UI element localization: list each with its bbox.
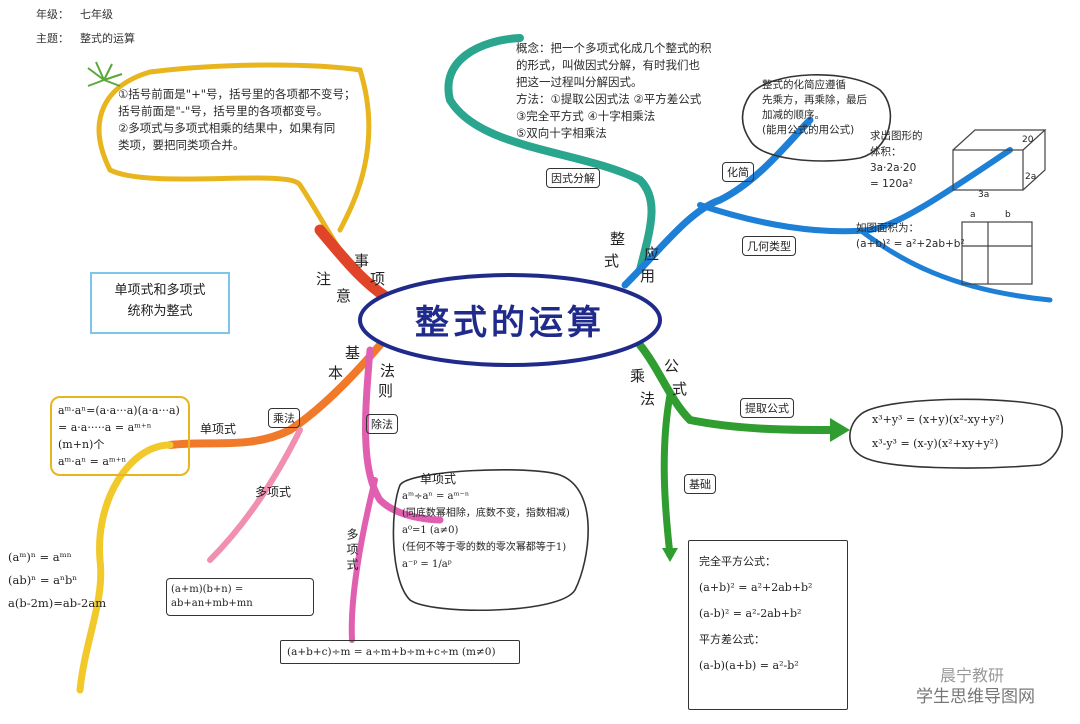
leaf-icon [87,61,123,87]
watermark: 学生思维导图网 [916,687,1035,707]
poly-mul-formula: (a+m)(b+n) = ab+an+mb+mn [166,578,314,616]
label-poly-div: 多项式 [345,528,359,573]
branch-label-mul-4: 式 [672,380,688,398]
cuboid-figure [952,129,1047,191]
label-monomial-mul: 单项式 [200,422,237,436]
division-rules-formula: aᵐ÷aⁿ = aᵐ⁻ⁿ (同底数幂相除，底数不变，指数相减) a⁰=1 (a≠… [402,491,570,570]
grid-label-a: a [970,210,976,220]
dim-20: 20 [1022,135,1034,145]
branch-multiply-formula [636,341,834,434]
poly-div-formula: (a+b+c)÷m = a÷m+b÷m+c÷m (m≠0) [280,640,520,664]
definition-box: 单项式和多项式 统称为整式 [90,272,230,334]
center-ellipse [358,273,662,367]
tag-divide: 除法 [366,414,398,434]
factoring-note: 概念：把一个多项式化成几个整式的积 的形式，叫做因式分解，有时我们也 把这一过程… [516,41,712,140]
power-rules-formula: (aᵐ)ⁿ = aᵐⁿ (ab)ⁿ = aⁿbⁿ a(b-2m)=ab-2am [8,550,107,610]
division-bubble [392,468,589,612]
branch-precautions [96,62,393,303]
simplify-bubble [741,73,892,162]
branch-label-basic-4: 则 [378,382,394,400]
dim-3a: 3a [978,190,990,200]
tag-multiply: 乘法 [268,408,300,428]
precautions-note: ①括号前面是"+"号，括号里的各项都不变号； 括号前面是"-"号，括号里的各项都… [118,87,356,152]
branch-label-precautions-1: 注 [316,270,332,288]
branch-label-app-4: 用 [640,267,656,285]
branch-label-mul-1: 乘 [630,367,646,385]
branch-label-precautions-3: 事 [354,252,370,270]
area-grid-figure [961,221,1033,285]
branch-label-app-3: 应 [644,245,660,263]
branch-label-precautions-2: 意 [336,287,352,305]
branch-application [621,116,814,289]
grid-label-b: b [1005,210,1011,220]
square-formulas-box: 完全平方公式： (a+b)² = a²+2ab+b² (a-b)² = a²-2… [688,540,848,710]
volume-note: 求出图形的 体积： 3a·2a·20 = 120a² [870,130,923,190]
label-poly-mul: 多项式 [255,485,292,499]
watermark-top: 晨宁教研 [940,666,1005,685]
cubes-bubble [849,398,1064,469]
area-note: 如图面积为： (a+b)² = a²+2ab+b² [856,222,965,250]
branch-label-basic-3: 法 [380,362,396,380]
tag-factoring: 因式分解 [546,168,600,188]
branch-label-app-2: 式 [604,252,620,270]
branch-basic-rules [166,341,384,449]
branch-factoring [444,34,656,274]
tag-geometry: 几何类型 [742,236,796,256]
branch-label-precautions-4: 项 [370,270,386,288]
cubes-formula: x³+y³ = (x+y)(x²-xy+y²) x³-y³ = (x-y)(x²… [872,413,1005,450]
branch-label-app-1: 整 [610,230,626,248]
mul-power-formula: aᵐ·aⁿ=(a·a···a)(a·a···a) = a·a·····a = a… [50,396,190,476]
label-monomial-div: 单项式 [420,472,457,486]
tag-simplify: 化简 [722,162,754,182]
center-title: 整式的运算 [415,303,605,343]
branch-label-basic-2: 本 [328,364,344,382]
tag-basic: 基础 [684,474,716,494]
tag-common-factor: 提取公式 [740,398,794,418]
grade-value: 七年级 [80,8,113,21]
dim-2a: 2a [1025,172,1037,182]
branch-label-mul-3: 公 [664,357,680,375]
branch-label-mul-2: 法 [640,390,656,408]
topic-value: 整式的运算 [80,32,135,45]
branch-label-basic-1: 基 [345,344,361,362]
grade-label: 年级： [36,8,69,21]
topic-label: 主题： [36,32,69,45]
simplify-note: 整式的化简应遵循 先乘方，再乘除，最后 加减的顺序。 (能用公式的用公式) [762,79,867,136]
